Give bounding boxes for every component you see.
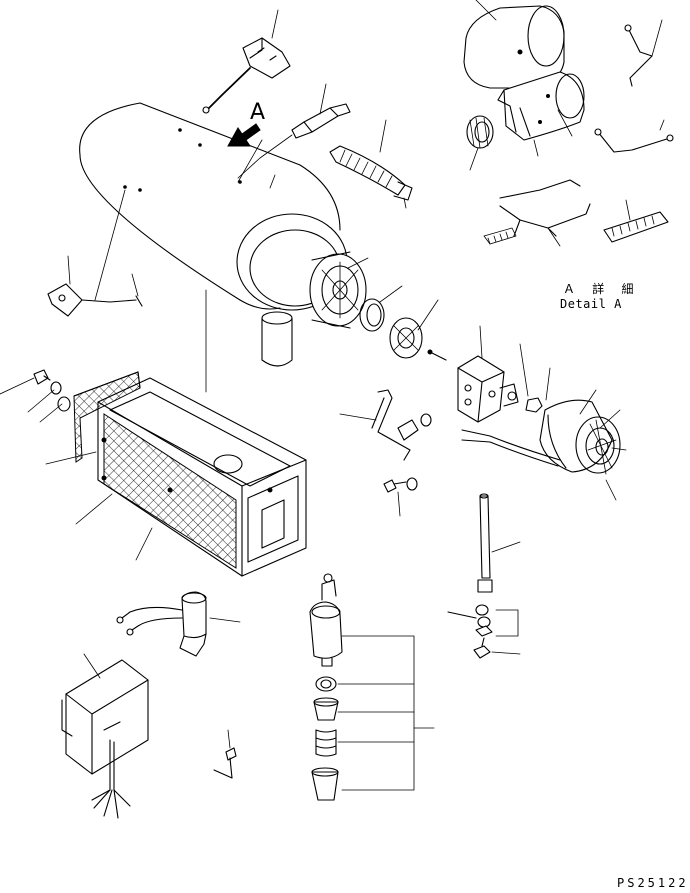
blower-fan-icon: [310, 252, 366, 328]
control-unit-icon: [62, 660, 148, 818]
hex-bolt-icon: [474, 638, 490, 658]
washer-icon: [58, 397, 70, 411]
heater-cover-box-icon: [98, 378, 306, 576]
fuel-pump-icon: [458, 356, 518, 422]
solenoid-valve-icon: [117, 592, 206, 656]
key-icon: [214, 748, 236, 778]
filter-ring-icon: [467, 116, 493, 148]
heater-outlet-pipe: [262, 312, 292, 366]
motor-wire-icon: [462, 430, 560, 466]
filter-cup-icon: [312, 768, 338, 800]
clamp-icon: [398, 420, 418, 440]
temperature-sensor-icon: [203, 38, 290, 113]
mesh-grille-panel-icon: [74, 372, 140, 462]
fuel-line-icon: [625, 25, 652, 86]
pin-icon: [448, 605, 492, 636]
nozzle-tip-icon: [314, 698, 338, 720]
heater-body-cylinder: [80, 103, 347, 310]
impeller-icon: [390, 318, 422, 358]
leader-lines: [0, 0, 664, 790]
spring-icon: [316, 730, 336, 756]
o-ring-seal-icon: [360, 299, 384, 331]
view-arrow-a: [228, 124, 260, 146]
gasket-icon: [316, 677, 336, 691]
washer-icon: [407, 414, 431, 490]
nut-icon: [526, 398, 542, 412]
overheat-switch-icon: [48, 284, 142, 316]
flexible-hose-icon: [330, 146, 412, 208]
drive-shaft-icon: [478, 494, 492, 592]
terminal-block-icon: [604, 212, 668, 242]
electric-motor-icon: [540, 400, 620, 474]
glow-plug-icon: [238, 104, 350, 178]
screw-icon: [428, 350, 446, 360]
detail-label-english: Detail A: [560, 297, 622, 311]
view-marker-letter: A: [250, 100, 266, 125]
wiring-harness-icon: [484, 180, 590, 244]
wing-bolt-icon: [34, 370, 50, 384]
mounting-bracket-icon: [372, 390, 410, 460]
detail-label-japanese: Ａ 詳 細: [563, 282, 639, 296]
bolt-icon: [384, 480, 406, 492]
filter-housing-icon: [498, 72, 584, 140]
fuel-line-icon: [595, 129, 673, 152]
nozzle-assembly-icon: [310, 574, 342, 666]
washer-icon: [51, 382, 61, 394]
drawing-code: PS25122: [617, 876, 689, 890]
